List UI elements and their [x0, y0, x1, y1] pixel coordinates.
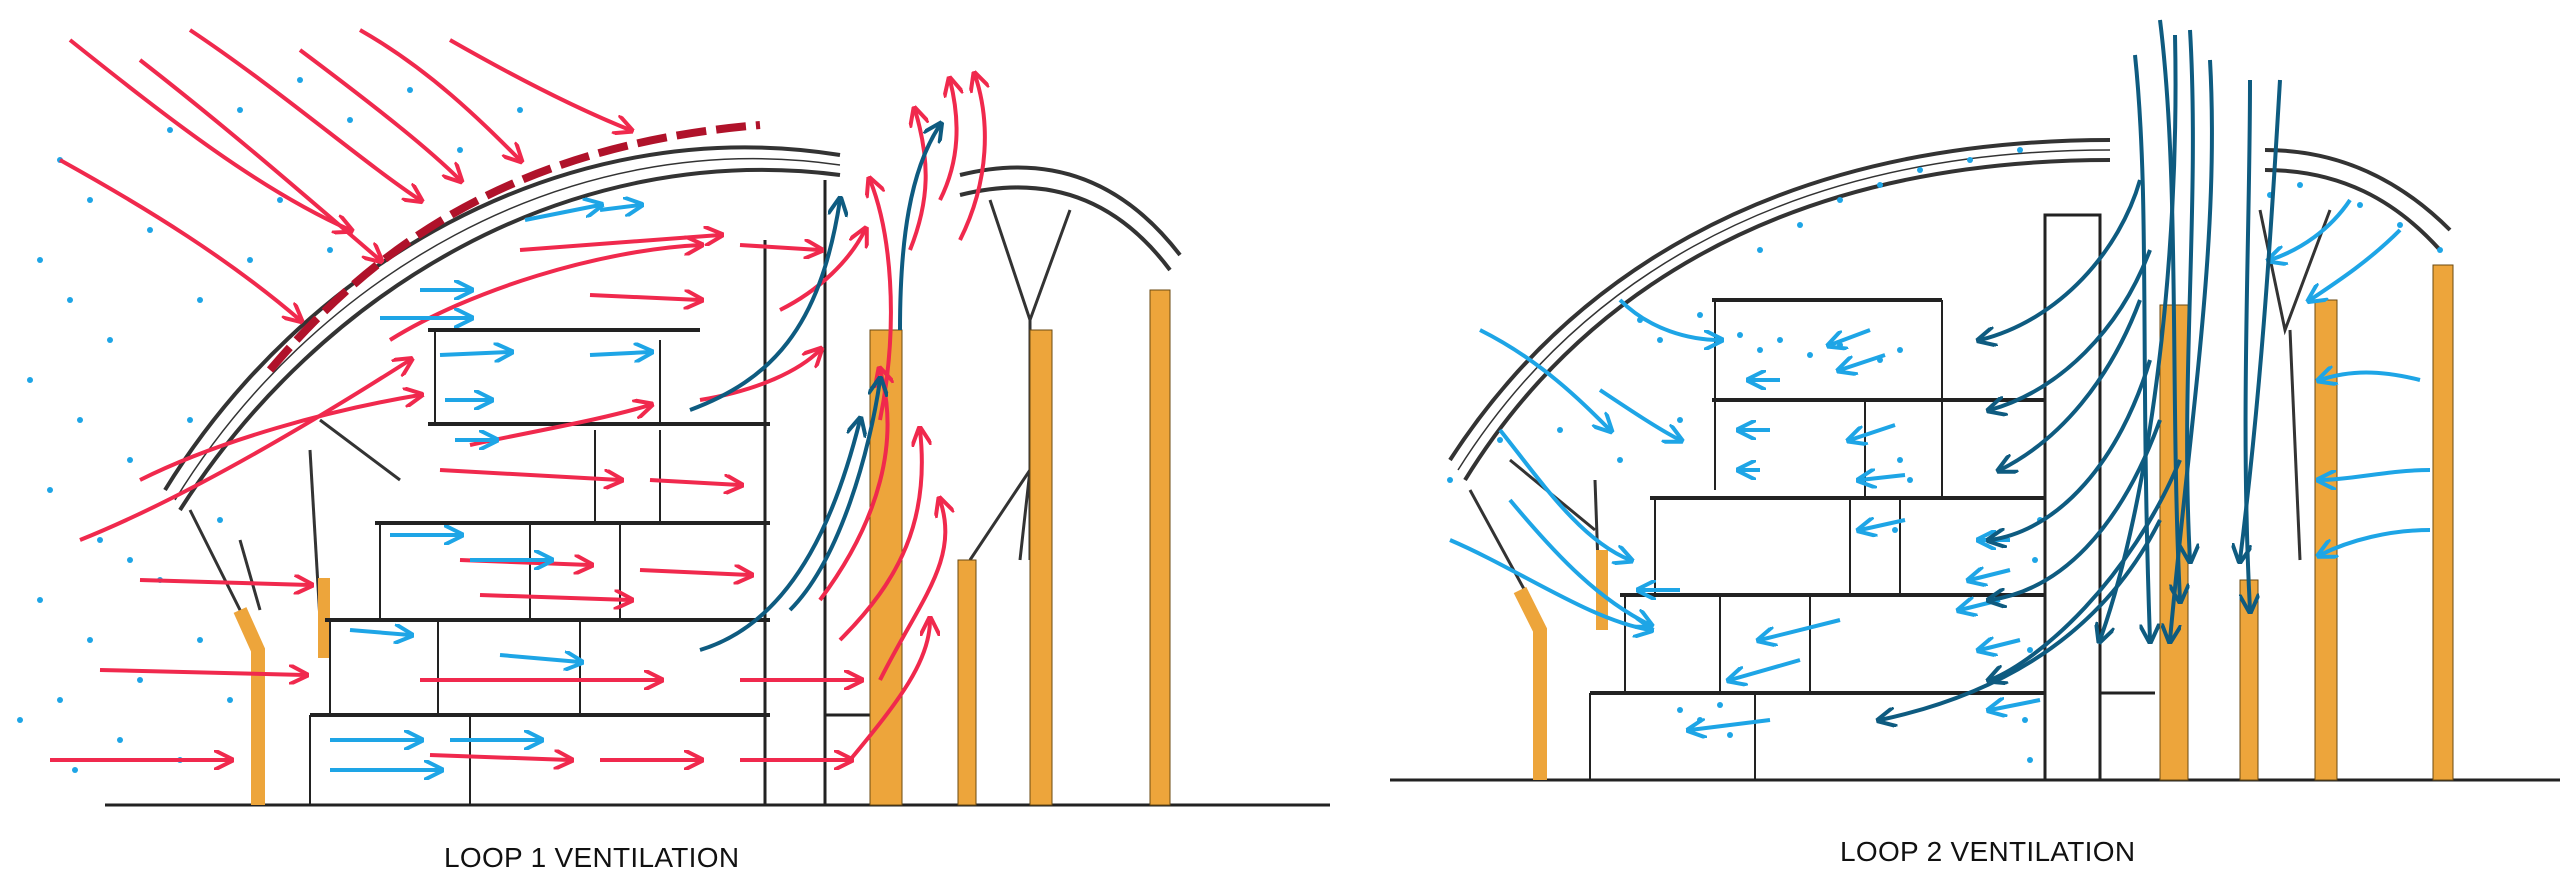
sun-arrows — [59, 28, 630, 320]
loop-1-panel — [17, 28, 1330, 807]
left-struts — [188, 418, 401, 651]
loop-2-panel — [1390, 19, 2560, 782]
curved-roof-2 — [1448, 138, 2111, 482]
atrium-walls — [763, 180, 870, 805]
curved-roof — [163, 145, 841, 512]
floor-slabs-2 — [1590, 298, 2045, 695]
left-column — [233, 607, 265, 805]
floor-walls — [309, 330, 661, 805]
cool-air-dots-2 — [1447, 147, 2443, 763]
downdraft-arrows — [1880, 19, 2282, 720]
columns-2 — [2159, 264, 2454, 781]
roof-heat-strip — [266, 121, 761, 373]
second-roof — [959, 165, 1182, 561]
floor-walls-2 — [1589, 300, 1943, 780]
floor-column-2 — [1596, 550, 1608, 630]
loop-2-caption: LOOP 2 VENTILATION — [1840, 836, 2136, 867]
exhaust-arrows — [689, 125, 940, 652]
hot-air-arrows — [50, 75, 985, 760]
floor-column — [318, 578, 330, 658]
cool-air-dots — [17, 77, 523, 773]
loop-1-caption: LOOP 1 VENTILATION — [444, 842, 740, 873]
left-struts-2 — [1468, 458, 1602, 621]
left-column-2 — [1513, 586, 1547, 780]
second-roof-2 — [2258, 148, 2452, 561]
cool-air-arrows — [330, 205, 650, 770]
floor-slabs — [310, 328, 770, 717]
cool-air-arrows-2 — [1449, 198, 2431, 730]
atrium-tower — [2043, 213, 2155, 782]
